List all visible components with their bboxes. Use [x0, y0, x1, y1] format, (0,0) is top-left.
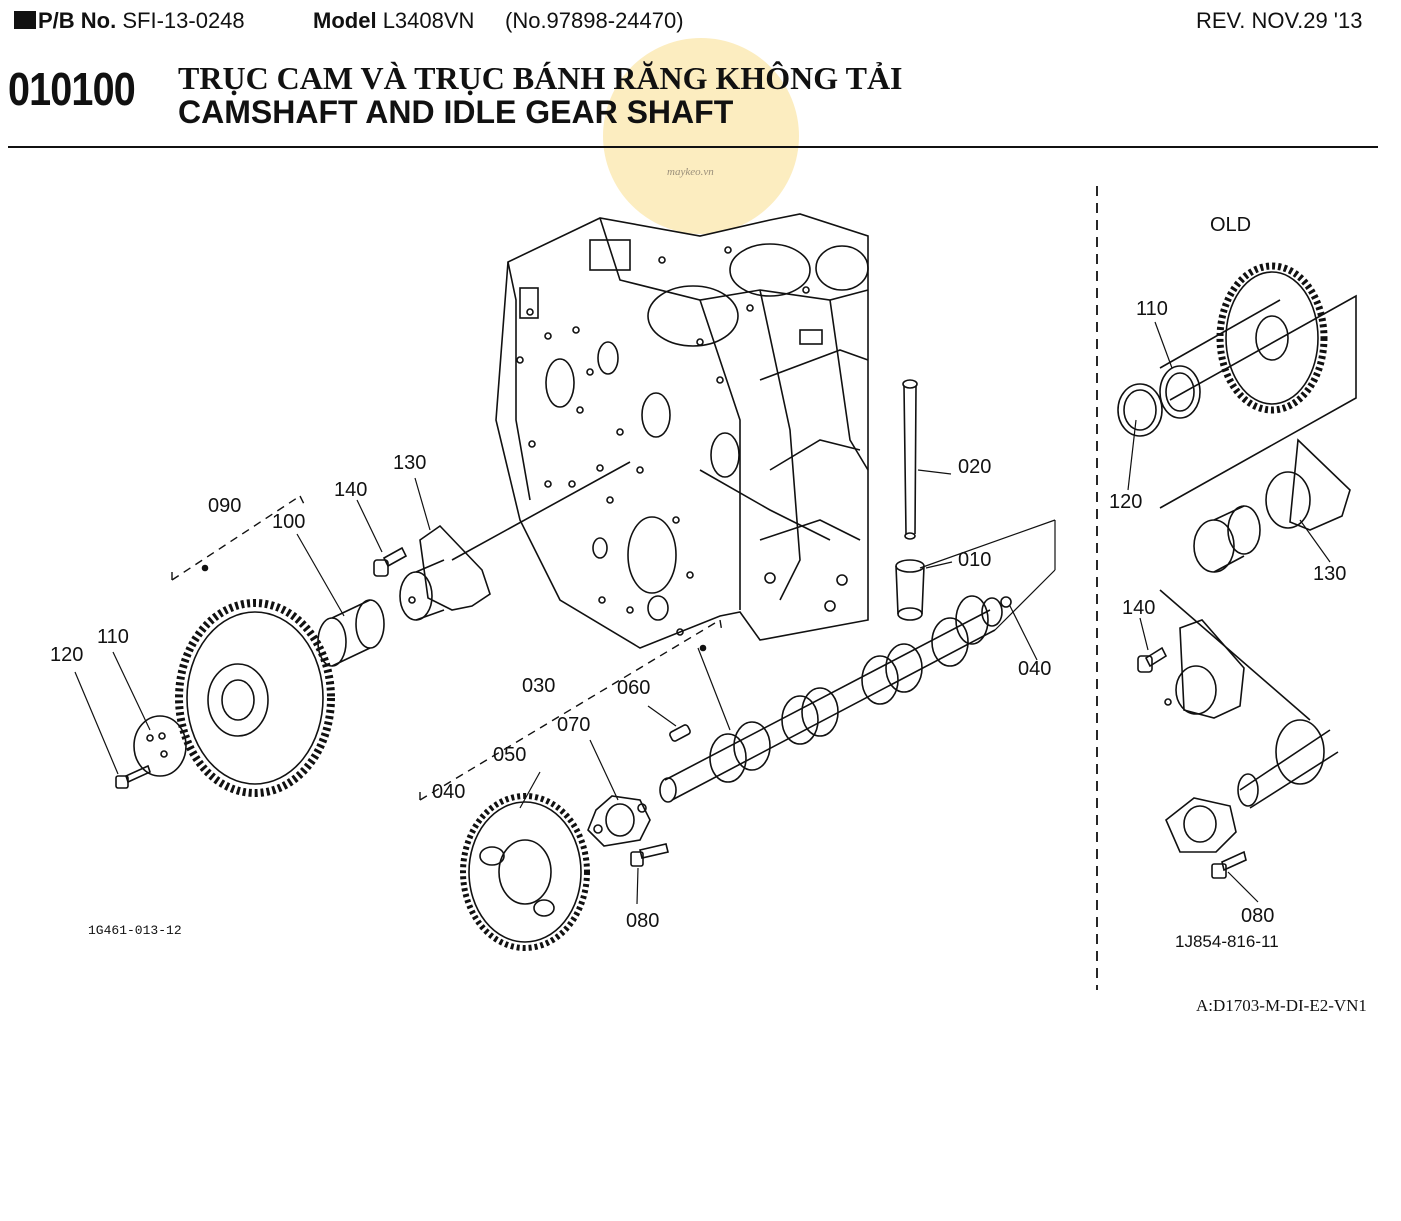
callout-130: 130 [393, 452, 426, 474]
cam-gear-drawing [460, 793, 590, 951]
title-vietnamese: TRỤC CAM VÀ TRỤC BÁNH RĂNG KHÔNG TẢI [178, 60, 903, 96]
callout-080: 080 [626, 910, 659, 932]
old-camshaft-end-drawing [1159, 589, 1339, 879]
old-callout-110: 110 [1136, 298, 1168, 320]
engine-block-drawing [495, 213, 869, 649]
old-drawing-code: 1J854-816-11 [1175, 932, 1279, 951]
old-callout-120: 120 [1109, 491, 1142, 513]
callout-040-left: 040 [432, 781, 465, 803]
bolt-140-drawing [373, 546, 408, 577]
model-value: L3408VN [382, 8, 475, 33]
idle-gear-bushing-drawing [317, 599, 385, 667]
pb-value: SFI-13-0248 [122, 8, 245, 33]
group-dot [201, 564, 209, 572]
callout-030: 030 [522, 675, 555, 697]
old-gear-drawing [1159, 262, 1328, 414]
square-bullet-icon [14, 11, 36, 29]
old-bolt-140-drawing [1137, 646, 1168, 673]
callout-060: 060 [617, 677, 650, 699]
watermark-logo [603, 38, 799, 234]
callout-110: 110 [97, 626, 129, 648]
title-english: CAMSHAFT AND IDLE GEAR SHAFT [178, 94, 734, 130]
callout-050: 050 [493, 744, 526, 766]
document-reference: A:D1703-M-DI-E2-VN1 [1196, 996, 1367, 1015]
camshaft-stopper-drawing [587, 795, 669, 867]
model-label: Model [313, 8, 377, 33]
old-collar-drawing [1117, 365, 1201, 437]
pb-label: P/B No. [38, 8, 117, 33]
old-shaft-drawing [1159, 294, 1357, 573]
old-stopper-drawing [1164, 619, 1245, 719]
callout-100: 100 [272, 511, 305, 533]
group-brackets [171, 495, 723, 801]
callout-090: 090 [208, 495, 241, 517]
old-panel-title: OLD [1210, 214, 1251, 236]
old-callout-140: 140 [1122, 597, 1155, 619]
revision-date: REV. NOV.29 '13 [1196, 8, 1363, 33]
callout-070: 070 [557, 714, 590, 736]
old-callout-080: 080 [1241, 905, 1274, 927]
callout-120: 120 [50, 644, 83, 666]
watermark-text: maykeo.vn [667, 166, 714, 178]
old-callout-130: 130 [1313, 563, 1346, 585]
leader-lines [74, 469, 1056, 905]
push-rod-drawing [895, 379, 925, 621]
camshaft-drawing [659, 595, 1012, 803]
header-rule [8, 146, 1378, 148]
thrust-plate-drawing [115, 715, 187, 789]
callout-140: 140 [334, 479, 367, 501]
part-number: (No.97898-24470) [505, 8, 684, 33]
pb-number: P/B No. SFI-13-0248 [14, 8, 245, 34]
old-leader-lines [1127, 321, 1331, 903]
idle-gear-shaft-drawing [399, 461, 631, 621]
callout-020: 020 [958, 456, 991, 478]
group-dot [699, 644, 707, 652]
drawing-code: 1G461-013-12 [88, 923, 182, 938]
idle-gear-drawing [175, 599, 335, 797]
section-code: 010100 [8, 63, 136, 115]
callout-040-right: 040 [1018, 658, 1051, 680]
model-number: Model L3408VN [313, 8, 474, 34]
callout-010: 010 [958, 549, 991, 571]
